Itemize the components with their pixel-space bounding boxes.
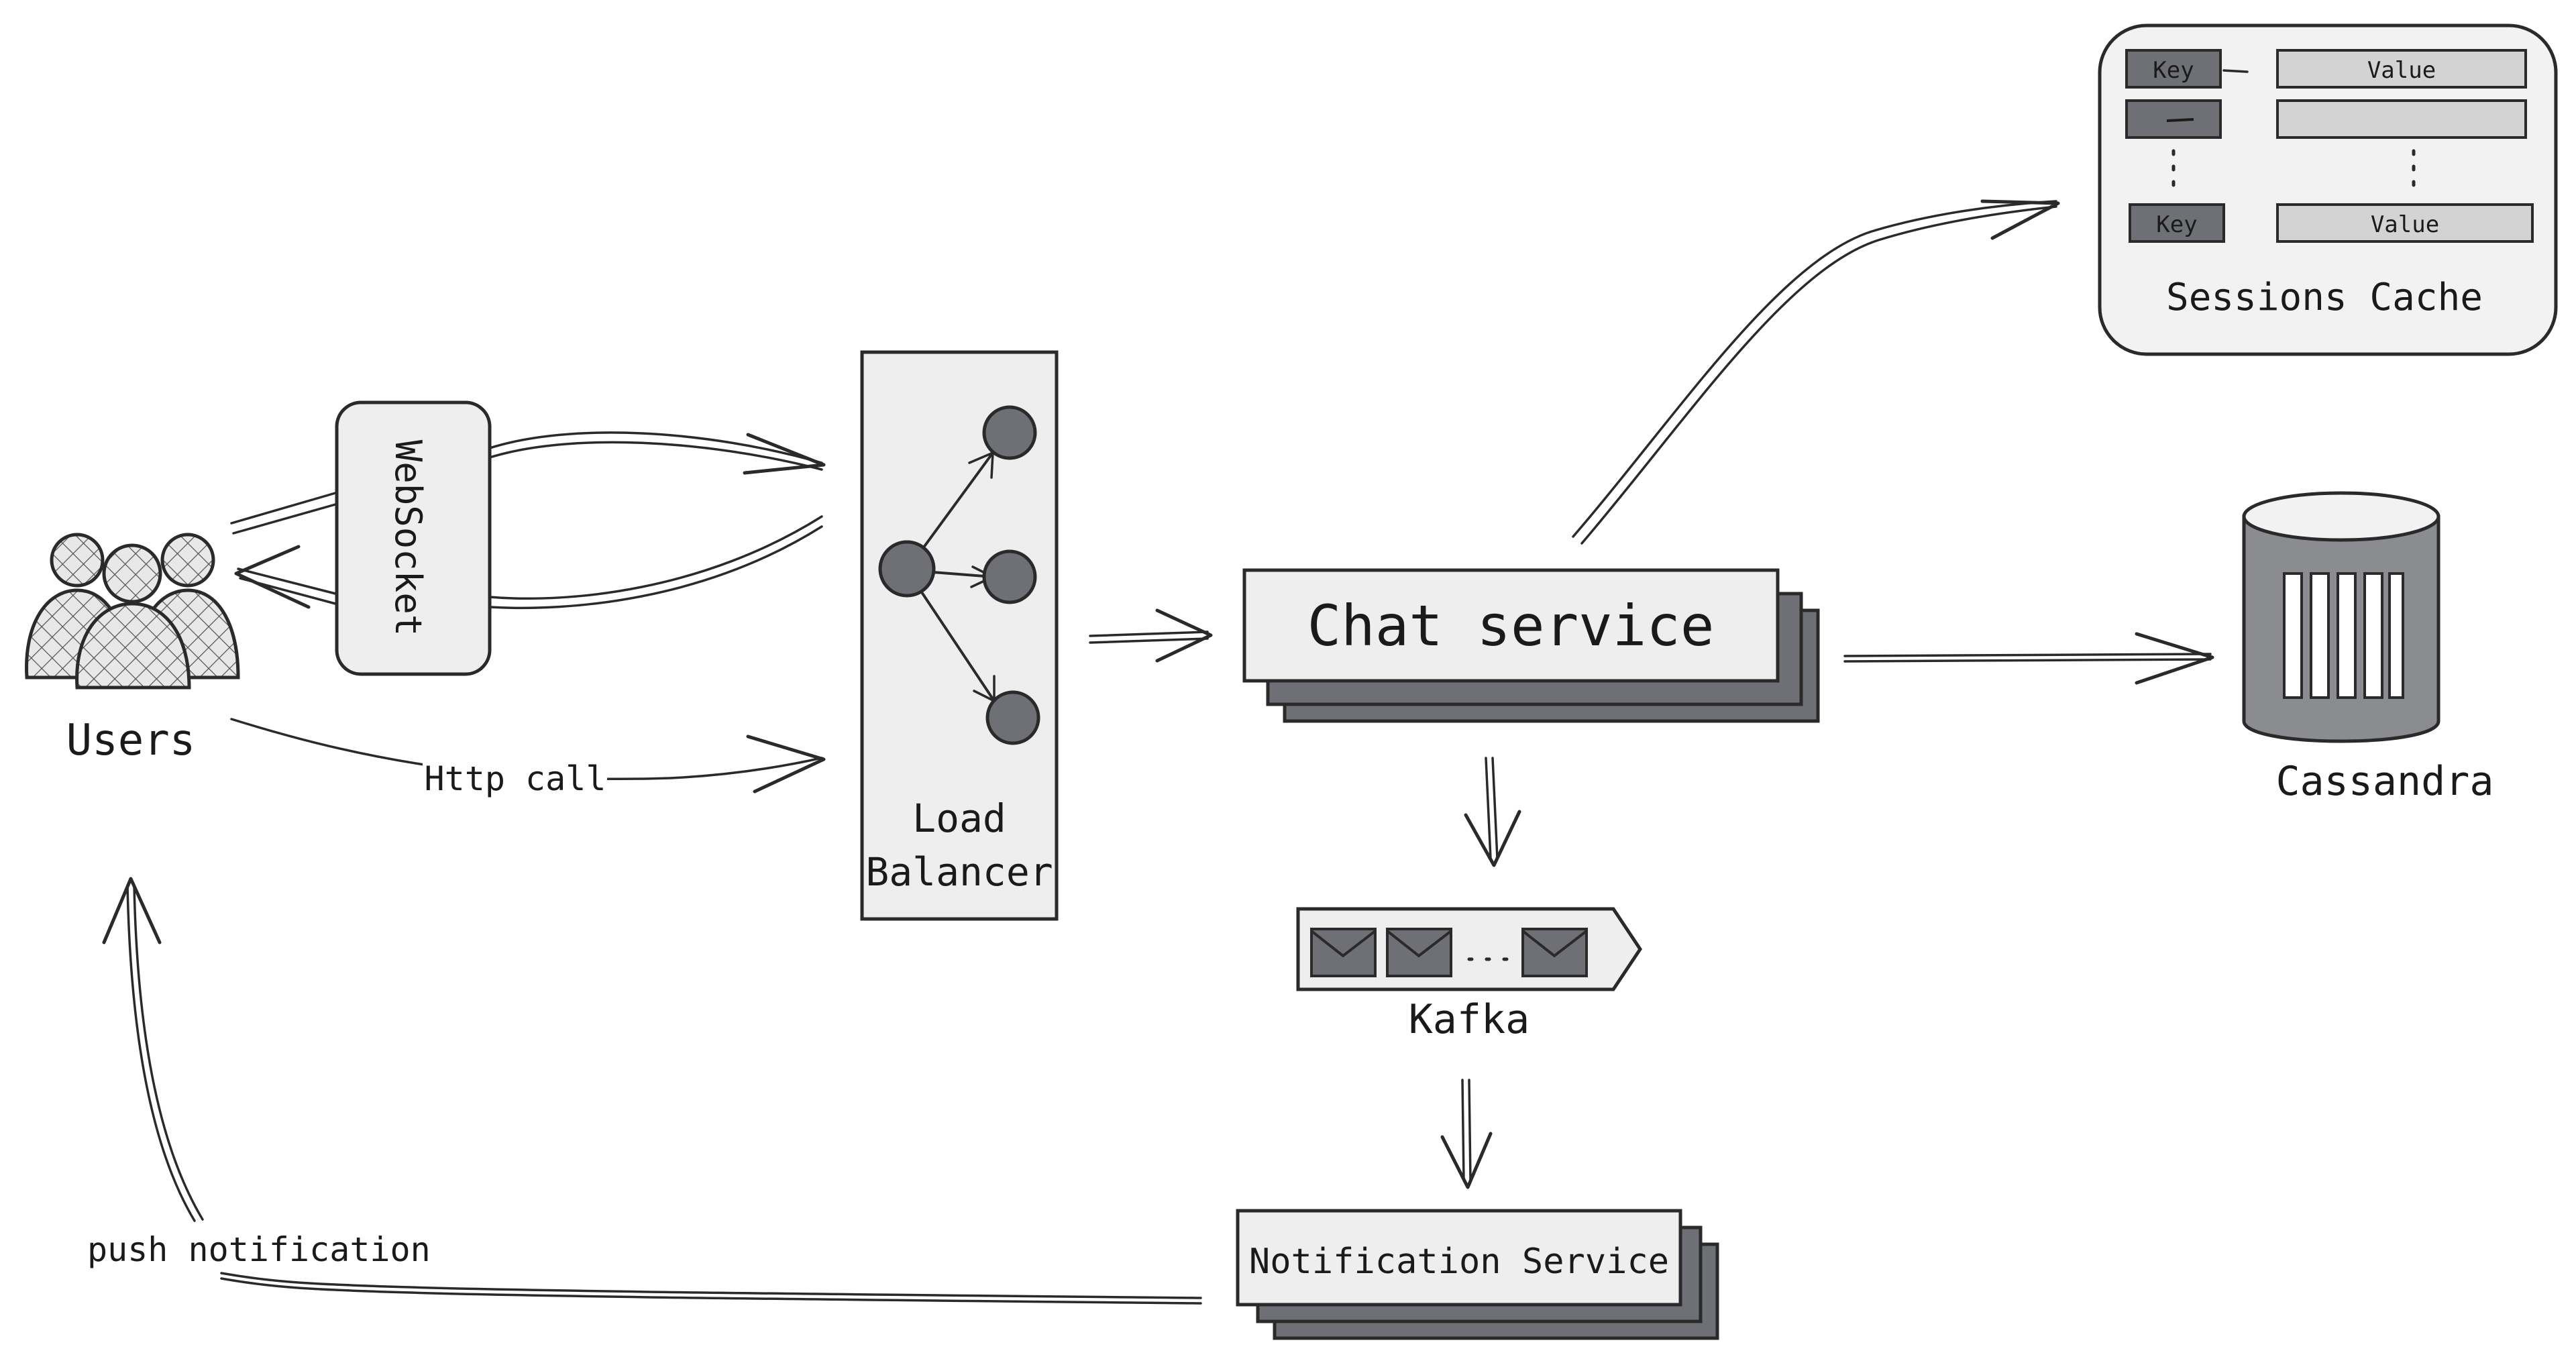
chat-service-box <box>1242 568 1780 683</box>
cassandra-icon <box>2242 491 2440 743</box>
chat-service-node: Chat service <box>1242 568 1820 723</box>
cache-value-label-3: Value <box>2371 211 2439 238</box>
envelope-icon <box>1386 928 1452 977</box>
users-label: Users <box>66 716 196 765</box>
push-notification-edge: push notification <box>87 877 1202 1305</box>
users-node: Users <box>25 533 240 765</box>
load-balancer-node: Load Balancer <box>860 350 1059 921</box>
kafka-node: Kafka <box>1296 907 1643 1043</box>
cassandra-label: Cassandra <box>2275 758 2493 805</box>
lb-to-chat-edge <box>1089 608 1213 663</box>
chat-service-label: Chat service <box>1307 593 1715 659</box>
load-balancer-label-line2: Balancer <box>865 849 1053 895</box>
cache-key-label-3: Key <box>2156 211 2197 238</box>
websocket-box <box>335 400 492 676</box>
sessions-cache-label: Sessions Cache <box>2166 276 2483 319</box>
notification-service-box <box>1236 1209 1682 1307</box>
kafka-label: Kafka <box>1409 996 1530 1043</box>
cassandra-node: Cassandra <box>2242 491 2494 805</box>
load-balancer-icon <box>878 405 1040 745</box>
websocket-label: WebSocket <box>387 440 429 637</box>
cache-key-label-1: Key <box>2153 57 2194 84</box>
websocket-node: WebSocket <box>335 400 492 676</box>
kafka-to-notification-edge <box>1440 1079 1493 1189</box>
users-icon <box>25 533 240 690</box>
kafka-message-icons <box>1310 928 1588 977</box>
chat-to-cache-edge <box>1572 199 2060 545</box>
notification-service-node: Notification Service <box>1236 1209 1719 1340</box>
sessions-cache-node: Key Value Key Value Sessions Cache <box>2098 23 2558 356</box>
envelope-icon <box>1521 928 1588 977</box>
notification-service-label: Notification Service <box>1249 1242 1669 1282</box>
http-call-label: Http call <box>425 759 606 798</box>
websocket-connections <box>230 431 826 610</box>
http-call-edge: Http call <box>230 718 826 802</box>
push-notification-label: push notification <box>87 1230 431 1269</box>
chat-to-cassandra-edge <box>1843 632 2214 685</box>
cache-value-label-1: Value <box>2367 57 2436 84</box>
envelope-icon <box>1310 928 1377 977</box>
chat-to-kafka-edge <box>1464 757 1521 867</box>
load-balancer-label-line1: Load <box>912 796 1006 841</box>
